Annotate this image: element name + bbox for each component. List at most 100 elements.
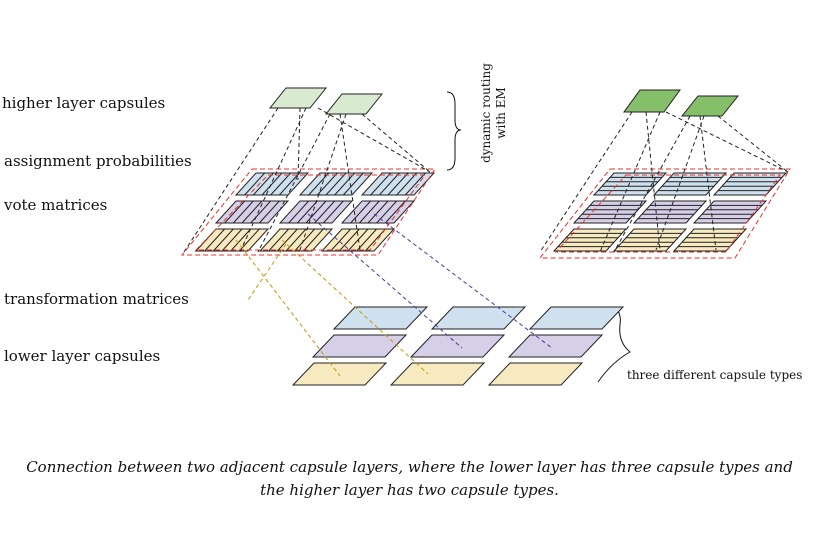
routing-line-left-0: [183, 107, 279, 253]
vote-stripe: [224, 200, 246, 224]
routing-line-right-2: [645, 111, 661, 251]
routing-line-left-1: [239, 107, 307, 253]
vote-stripe: [358, 200, 380, 224]
vote-matrix-right-2-1: [692, 200, 768, 224]
routing-line-right-1: [599, 111, 661, 253]
vote-matrix-right-2-2: [672, 228, 748, 252]
vote-stripe: [308, 172, 330, 196]
vote-stripe: [322, 200, 344, 224]
routing-line-right-5: [717, 115, 789, 173]
lower-capsule-0-2: [528, 306, 625, 330]
vote-stripe: [278, 172, 300, 196]
caption-line-1: Connection between two adjacent capsule …: [26, 458, 793, 476]
routing-label-line1: dynamic routing: [479, 63, 493, 163]
routing-line-right-3: [665, 111, 789, 173]
vote-stripe: [268, 228, 290, 252]
capsule-types-note: three different capsule types: [627, 368, 802, 382]
routing-line-left-3: [317, 107, 431, 173]
vote-matrix-right-2-0: [712, 172, 788, 196]
label-higher-layer-capsules: higher layer capsules: [2, 94, 165, 112]
lower-capsule-1-0: [311, 334, 408, 358]
vote-stripe: [350, 200, 372, 224]
higher-capsule-left-1: [268, 87, 328, 109]
capsule-types-brace: [597, 306, 631, 383]
vote-stripe: [396, 172, 418, 196]
lower-capsule-2-2: [487, 362, 584, 386]
routing-line-right-4: [613, 115, 691, 253]
vote-stripe: [370, 172, 392, 196]
label-transformation-matrices: transformation matrices: [4, 290, 189, 308]
vote-stripe: [244, 172, 266, 196]
vote-stripe: [338, 228, 360, 252]
routing-line-right-6: [655, 115, 705, 251]
routing-line-left-7: [339, 113, 361, 251]
transform-line-purple-2: [373, 213, 553, 349]
higher-capsule-left-2: [324, 93, 384, 115]
vote-stripe: [258, 200, 280, 224]
vote-stripe: [270, 172, 292, 196]
vote-stripe: [302, 228, 324, 252]
lower-capsule-0-1: [430, 306, 527, 330]
assignment-box-left-inner: [194, 174, 426, 251]
vote-stripe: [364, 228, 386, 252]
routing-label-line2: with EM: [494, 87, 508, 139]
vote-stripe: [305, 200, 327, 224]
vote-stripe: [378, 172, 400, 196]
routing-line-left-4: [257, 113, 331, 253]
vote-stripe: [230, 228, 252, 252]
vote-stripe: [325, 172, 347, 196]
vote-stripe: [376, 200, 398, 224]
vote-stripe: [330, 228, 352, 252]
vote-stripe: [294, 228, 316, 252]
label-assignment-probabilities: assignment probabilities: [4, 152, 192, 170]
transform-line-purple-1: [307, 213, 463, 349]
lower-capsule-2-0: [291, 362, 388, 386]
vote-stripe: [334, 172, 356, 196]
vote-stripe: [296, 200, 318, 224]
caption-line-2: the higher layer has two capsule types.: [260, 481, 559, 499]
label-vote-matrices: vote matrices: [3, 196, 107, 214]
vote-matrix-right-0-1: [572, 200, 648, 224]
transform-line-gold-2: [281, 239, 429, 375]
vote-stripe: [314, 200, 336, 224]
vote-matrix-right-1-2: [612, 228, 688, 252]
vote-stripe: [250, 200, 272, 224]
assignment-box-right-inner: [554, 174, 781, 253]
vote-stripe: [212, 228, 234, 252]
vote-stripe: [204, 228, 226, 252]
routing-line-left-5: [361, 113, 431, 173]
vote-stripe: [232, 200, 254, 224]
routing-line-right-7: [699, 115, 717, 251]
vote-stripe: [221, 228, 243, 252]
routing-line-left-6: [299, 113, 347, 251]
vote-stripe: [261, 172, 283, 196]
vote-stripe: [252, 172, 274, 196]
transform-line-gold-1: [235, 239, 341, 377]
lower-capsule-0-0: [332, 306, 429, 330]
vote-stripe: [241, 200, 263, 224]
vote-stripe: [384, 200, 406, 224]
vote-stripe: [367, 200, 389, 224]
vote-stripe: [342, 172, 364, 196]
vote-stripe: [347, 228, 369, 252]
higher-capsule-right-2: [680, 95, 740, 117]
vote-stripe: [276, 228, 298, 252]
vote-stripe: [316, 172, 338, 196]
routing-line-left-2: [297, 107, 301, 181]
transform-line-gold-3: [247, 243, 287, 301]
lower-capsule-1-2: [507, 334, 604, 358]
vote-stripe: [238, 228, 260, 252]
vote-matrix-right-0-0: [592, 172, 668, 196]
label-lower-layer-capsules: lower layer capsules: [4, 347, 160, 365]
vote-stripe: [404, 172, 426, 196]
higher-capsule-right-1: [623, 89, 681, 113]
vote-stripe: [288, 200, 310, 224]
vote-matrix-right-1-0: [652, 172, 728, 196]
lower-capsule-1-1: [409, 334, 506, 358]
routing-brace: [446, 91, 462, 171]
vote-matrix-right-0-2: [552, 228, 628, 252]
vote-stripe: [387, 172, 409, 196]
assignment-box-left-outer: [180, 168, 436, 256]
lower-capsule-2-1: [389, 362, 486, 386]
